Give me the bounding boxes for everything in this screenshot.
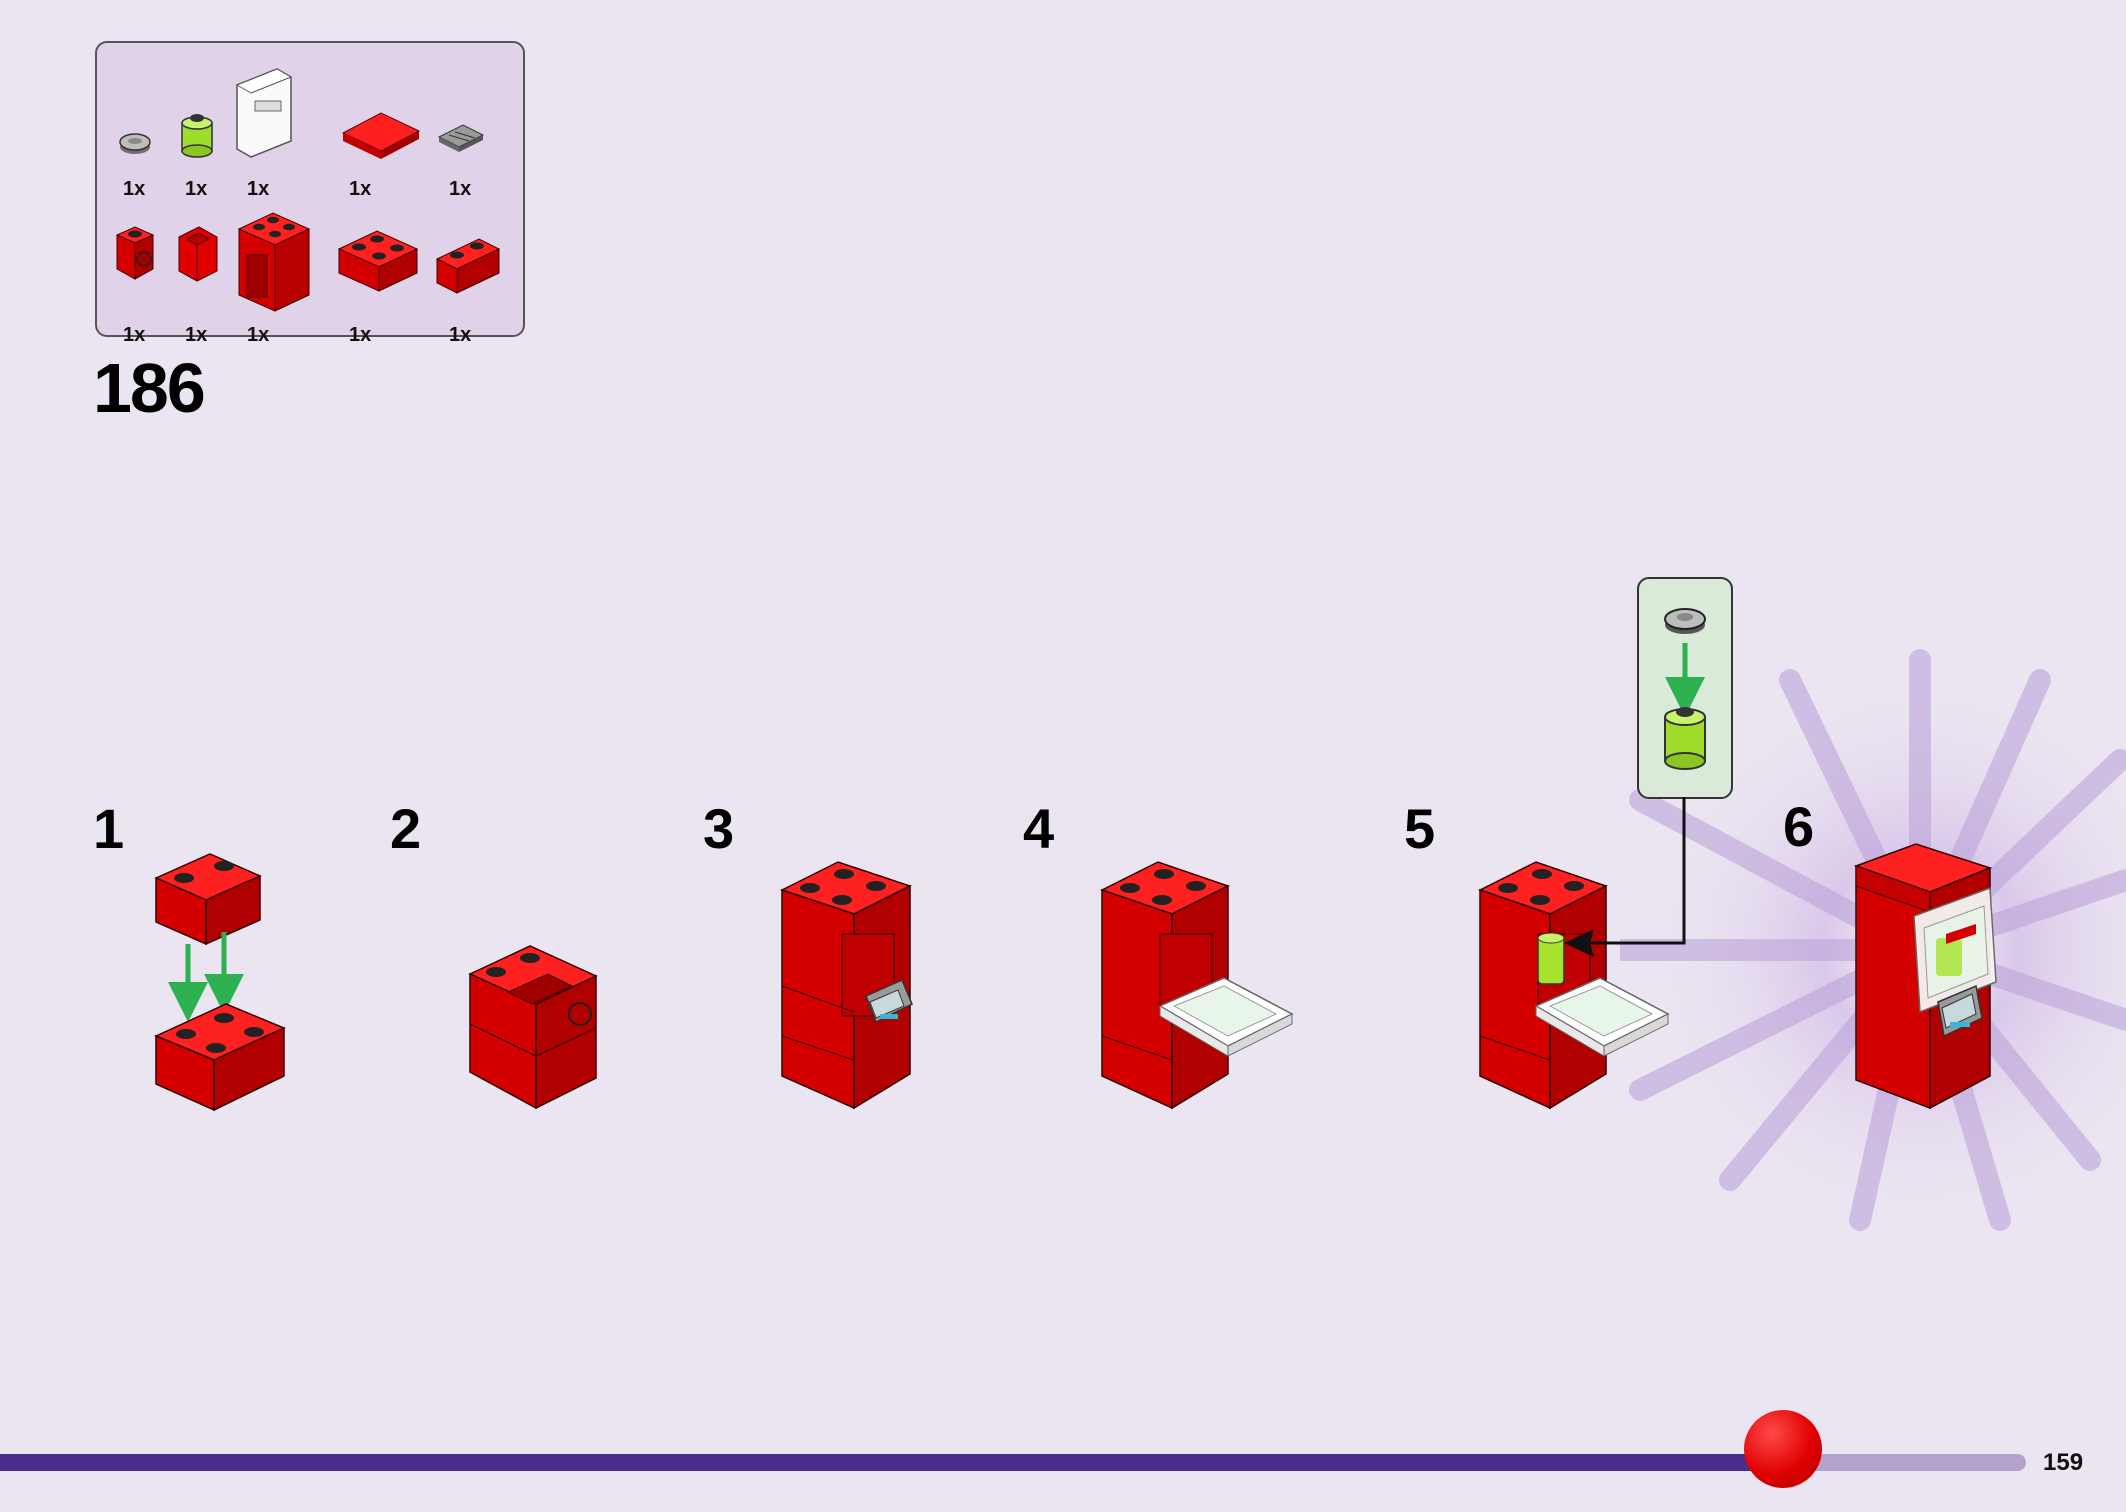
part-white-panel: 1x <box>229 61 329 201</box>
substep-1-model <box>154 853 286 1112</box>
callout-pointer-line <box>1564 797 1686 957</box>
progress-bar-fill <box>0 1454 1783 1471</box>
part-red-container: 1x <box>229 207 329 347</box>
part-qty: 1x <box>247 324 270 346</box>
part-qty: 1x <box>123 324 146 346</box>
progress-indicator-icon <box>1743 1410 1822 1488</box>
red-brick-2x2-icon <box>337 230 419 292</box>
red-container-2x2x2-icon <box>237 212 311 312</box>
sub-assembly-callout <box>1637 577 1733 799</box>
part-qty: 1x <box>123 178 146 200</box>
grey-keypad-tile-icon <box>437 124 485 152</box>
part-qty: 1x <box>349 178 372 200</box>
red-brick-1x2-icon <box>435 238 501 294</box>
part-red-brick-1x1-side-stud: 1x <box>105 207 205 347</box>
part-red-tile-2x2: 1x <box>331 61 431 201</box>
part-qty: 1x <box>349 324 372 346</box>
part-red-brick-2x2: 1x <box>331 207 431 347</box>
callout-parts-illustration <box>1664 608 1706 770</box>
part-grey-keypad-tile: 1x <box>431 61 531 201</box>
red-brick-1x1-side-stud-icon <box>115 226 155 280</box>
substep-number-2: 2 <box>390 797 422 860</box>
substep-5-model <box>1478 861 1670 1110</box>
red-corner-panel-icon <box>178 226 218 282</box>
part-round-brick-lime: 1x <box>167 61 267 201</box>
part-round-tile-grey: 1x <box>105 61 205 201</box>
substep-3-model <box>780 861 913 1110</box>
round-brick-lime-icon <box>181 114 213 158</box>
substep-number-4: 4 <box>1023 797 1055 860</box>
substep-number-1: 1 <box>93 797 125 860</box>
substep-4-model <box>1100 861 1294 1110</box>
substep-number-6: 6 <box>1783 795 1815 858</box>
substep-number-3: 3 <box>703 797 735 860</box>
red-tile-2x2-icon <box>341 112 421 159</box>
part-qty: 1x <box>185 178 208 200</box>
white-panel-icon <box>235 68 293 158</box>
progress-bar <box>0 1454 2026 1471</box>
page-number: 159 <box>2043 1449 2084 1476</box>
part-qty: 1x <box>449 324 472 346</box>
part-red-brick-1x2: 1x <box>431 207 531 347</box>
step-number: 186 <box>93 349 206 427</box>
part-qty: 1x <box>449 178 472 200</box>
part-red-corner-panel: 1x <box>167 207 267 347</box>
round-tile-grey-icon <box>119 133 151 154</box>
part-qty: 1x <box>247 178 270 200</box>
parts-list-panel: 1x 1x 1x 1x 1x <box>95 41 525 346</box>
substep-2-model <box>468 945 598 1110</box>
part-qty: 1x <box>185 324 208 346</box>
substep-6-model <box>1853 843 1997 1110</box>
substep-number-5: 5 <box>1404 797 1436 860</box>
